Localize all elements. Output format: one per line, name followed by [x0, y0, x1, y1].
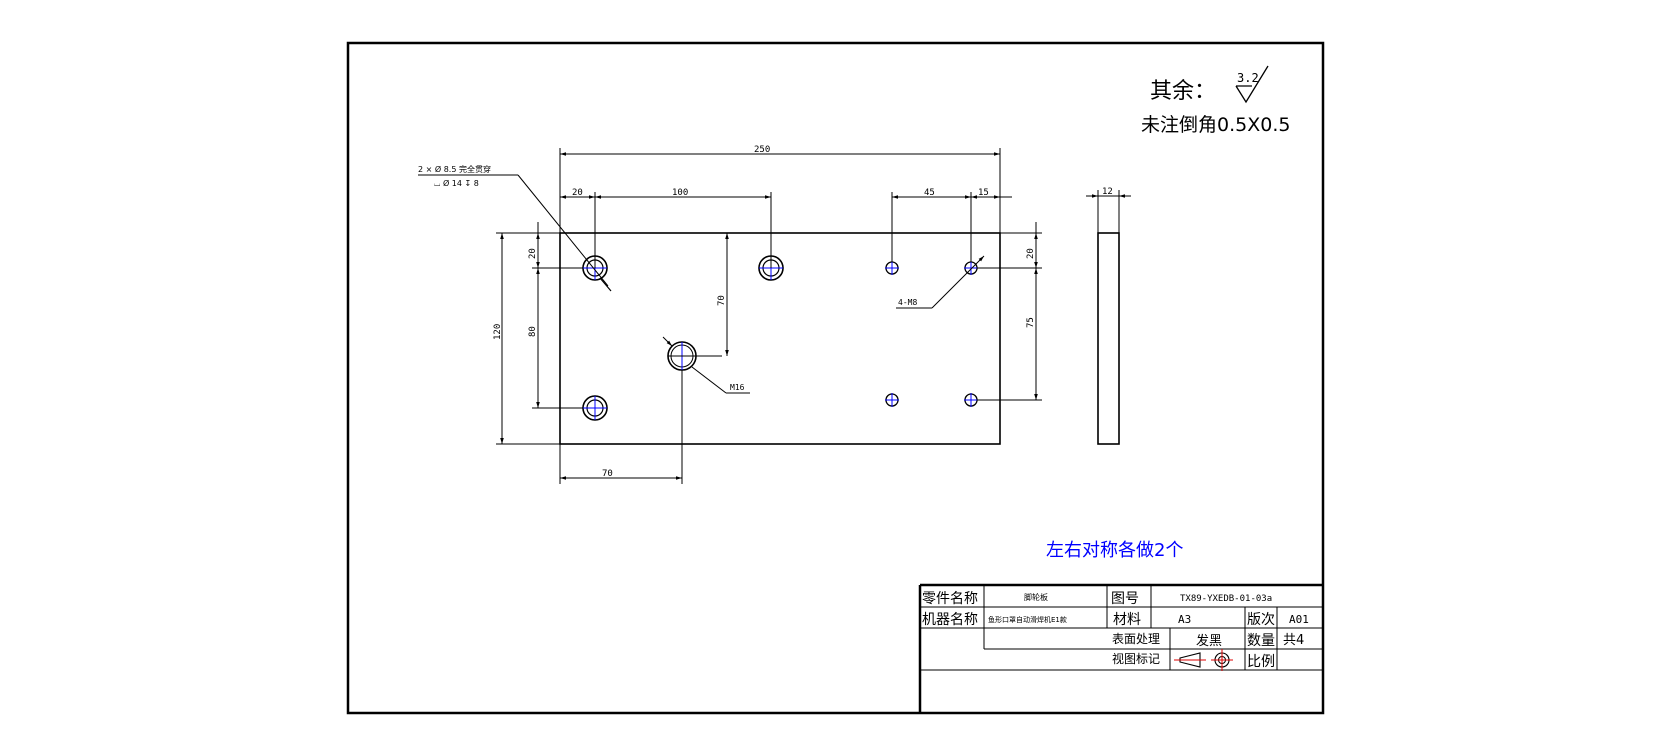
tapped-hole — [964, 393, 978, 407]
plate-front-view — [559, 232, 1001, 445]
sheet-border — [346, 41, 1325, 715]
counterbored-hole — [582, 395, 608, 421]
dimension-top-right: 45 15 — [891, 188, 1012, 262]
chamfer-note: 未注倒角0.5X0.5 — [1141, 114, 1290, 136]
drawing-no-label: 图号 — [1111, 591, 1139, 607]
surface-label: 表面处理 — [1112, 632, 1160, 646]
dimension-center-hole-depth: 70 — [668, 233, 729, 357]
dim-45: 45 — [924, 188, 935, 198]
dim-20-right: 20 — [1026, 248, 1036, 259]
tapped-hole — [885, 393, 899, 407]
dim-20-left: 20 — [528, 248, 538, 259]
dim-20-top: 20 — [572, 188, 583, 198]
tapped-hole — [964, 261, 978, 275]
material-label: 材料 — [1113, 612, 1141, 628]
scale-label: 比例 — [1247, 654, 1275, 670]
dim-100: 100 — [672, 188, 688, 198]
center-hole-callout: M16 — [662, 336, 750, 394]
side-outline — [1097, 232, 1120, 445]
plate-side-view: 12 — [1086, 187, 1131, 445]
plate-outline — [559, 232, 1001, 445]
surface-value: 发黑 — [1196, 633, 1222, 649]
machine-name-label: 机器名称 — [922, 612, 978, 628]
dim-75: 75 — [1026, 317, 1036, 328]
dim-15: 15 — [978, 188, 989, 198]
revision-value: A01 — [1289, 613, 1309, 626]
dimension-height: 120 — [493, 232, 560, 445]
center-hole-label: M16 — [730, 383, 745, 392]
tapped-holes-callout: 4-M8 — [896, 255, 985, 309]
dimension-right-holes: 20 75 — [977, 222, 1042, 401]
tapped-holes-label: 4-M8 — [898, 298, 917, 307]
dim-12: 12 — [1102, 187, 1113, 197]
projection-symbol-icon — [1174, 649, 1233, 671]
revision-label: 版次 — [1247, 612, 1275, 628]
dimension-left-holes: 20 80 — [528, 222, 583, 409]
part-name-value: 脚轮板 — [1024, 592, 1048, 602]
machine-name-value: 鱼形口罩自动滑焊机E1款 — [988, 615, 1067, 624]
dimension-center-hole-x: 70 — [559, 370, 683, 484]
roughness-symbol-icon — [1235, 65, 1269, 104]
part-name-label: 零件名称 — [922, 591, 978, 607]
hole-spec-callout: 2 × Ø 8.5 完全贯穿 ⌴ Ø 14 ↧ 8 — [418, 164, 612, 292]
dim-250: 250 — [754, 145, 770, 155]
tapped-hole — [885, 261, 899, 275]
view-label: 视图标记 — [1112, 651, 1160, 666]
hole-spec-line2: ⌴ Ø 14 ↧ 8 — [434, 178, 479, 188]
drawing-no-value: TX89-YXEDB-01-03a — [1180, 594, 1272, 604]
dimension-top-left: 20 100 — [560, 188, 772, 268]
quantity-label: 数量 — [1247, 633, 1275, 649]
hole-spec-line1: 2 × Ø 8.5 完全贯穿 — [418, 164, 491, 174]
dim-80: 80 — [528, 326, 538, 337]
material-value: A3 — [1178, 613, 1191, 626]
title-block: 零件名称 脚轮板 图号 TX89-YXEDB-01-03a 机器名称 鱼形口罩自… — [918, 583, 1323, 713]
dim-70-horizontal: 70 — [602, 469, 613, 479]
roughness-prefix: 其余： — [1150, 79, 1216, 104]
symmetry-note: 左右对称各做2个 — [1046, 540, 1183, 561]
dim-70-vertical: 70 — [717, 295, 727, 306]
quantity-value: 共4 — [1283, 633, 1304, 648]
roughness-value: 3.2 — [1237, 71, 1259, 85]
dim-120: 120 — [493, 324, 503, 340]
